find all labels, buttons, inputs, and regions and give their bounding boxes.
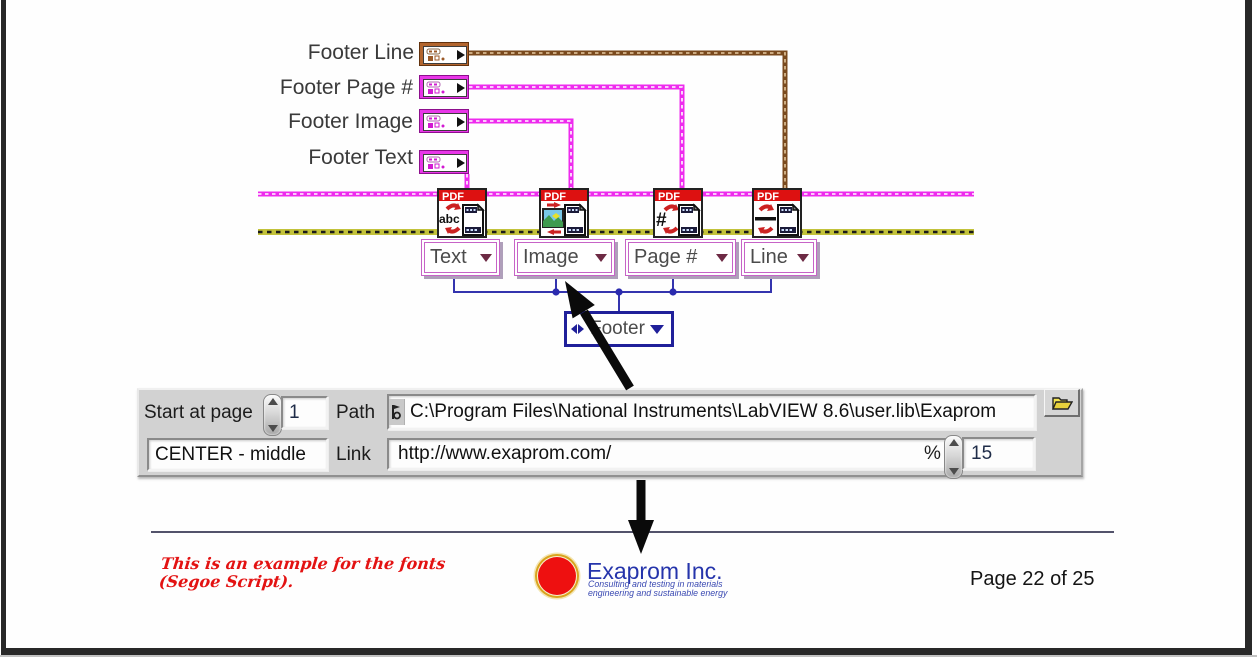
start-page-field[interactable]: 1 bbox=[281, 396, 328, 429]
wire-junction-dot bbox=[669, 288, 677, 296]
path-field[interactable]: C:\Program Files\National Instruments\La… bbox=[387, 394, 1036, 430]
frame-right bbox=[1245, 0, 1252, 655]
arrow-to-logo bbox=[628, 480, 654, 554]
company-name: Exaprom Inc. bbox=[587, 558, 723, 584]
link-field[interactable]: http://www.exaprom.com/ bbox=[387, 438, 950, 470]
svg-text:PDF: PDF bbox=[442, 191, 464, 203]
frame-bottom-shadow bbox=[0, 655, 1257, 657]
terminal-out-arrow bbox=[457, 117, 465, 127]
vi-pdf-page-number[interactable]: PDF # bbox=[653, 188, 703, 238]
browse-button[interactable] bbox=[1044, 389, 1080, 417]
percent-stepper[interactable] bbox=[944, 435, 963, 479]
frame-left bbox=[1, 0, 6, 655]
svg-text:PDF: PDF bbox=[544, 191, 566, 203]
left-right-arrows-icon bbox=[571, 324, 584, 334]
link-label: Link bbox=[336, 444, 371, 465]
enum-image[interactable]: Image bbox=[514, 239, 615, 276]
footer-ring-constant[interactable]: Footer bbox=[564, 311, 674, 347]
vi-pdf-line[interactable]: PDF bbox=[752, 188, 802, 238]
wire-junction-dot bbox=[552, 288, 560, 296]
path-label: Path bbox=[336, 402, 376, 423]
terminal-label-footer-image: Footer Image bbox=[288, 110, 413, 133]
terminal-footer-line[interactable] bbox=[419, 42, 469, 66]
svg-text:PDF: PDF bbox=[757, 191, 779, 203]
terminal-label-footer-line: Footer Line bbox=[307, 41, 414, 64]
vi-pdf-text[interactable]: PDF abc bbox=[437, 188, 487, 238]
doc-glyph bbox=[564, 203, 587, 236]
wire-blue-bus bbox=[453, 276, 772, 312]
cluster-glyph bbox=[426, 81, 445, 94]
dropdown-arrow-icon bbox=[797, 253, 809, 262]
arrow-to-image-enum bbox=[565, 281, 634, 391]
svg-text:PDF: PDF bbox=[658, 191, 680, 203]
image-glyph bbox=[542, 208, 564, 228]
enum-page-number[interactable]: Page # bbox=[625, 239, 736, 276]
terminal-footer-image[interactable] bbox=[419, 109, 469, 133]
dropdown-arrow-icon bbox=[595, 253, 607, 262]
enum-text[interactable]: Text bbox=[421, 239, 500, 276]
doc-glyph bbox=[777, 203, 800, 236]
wire-junction-dot bbox=[615, 288, 623, 296]
terminal-out-arrow bbox=[457, 158, 465, 168]
percent-label: % bbox=[924, 443, 941, 464]
dropdown-arrow-icon bbox=[716, 253, 728, 262]
cluster-glyph bbox=[426, 115, 445, 128]
terminal-label-footer-text: Footer Text bbox=[308, 146, 413, 169]
terminal-out-arrow bbox=[457, 50, 465, 60]
percent-field[interactable]: 15 bbox=[962, 437, 1035, 470]
svg-text:#: # bbox=[656, 210, 667, 231]
terminal-footer-page[interactable] bbox=[419, 75, 469, 99]
increment-icon[interactable] bbox=[948, 439, 959, 446]
path-value: C:\Program Files\National Instruments\La… bbox=[410, 401, 997, 422]
decrement-icon[interactable] bbox=[267, 425, 278, 432]
svg-text:abc: abc bbox=[439, 212, 460, 226]
cluster-glyph bbox=[426, 48, 445, 61]
frame-bottom bbox=[1, 648, 1252, 655]
doc-glyph bbox=[678, 203, 701, 236]
position-field[interactable]: CENTER - middle bbox=[147, 438, 328, 471]
footer-divider-line bbox=[151, 531, 1114, 533]
dropdown-arrow-icon bbox=[650, 324, 664, 334]
dropdown-arrow-icon bbox=[480, 253, 492, 262]
decrement-icon[interactable] bbox=[948, 468, 959, 475]
folder-icon bbox=[1051, 396, 1073, 410]
terminal-footer-text[interactable] bbox=[419, 150, 469, 174]
company-logo bbox=[533, 552, 581, 600]
terminal-out-arrow bbox=[457, 83, 465, 93]
page-number-text: Page 22 of 25 bbox=[970, 568, 1095, 590]
doc-glyph bbox=[462, 203, 485, 236]
company-tagline: Consulting and testing in materials engi… bbox=[588, 579, 728, 599]
cluster-glyph bbox=[426, 156, 445, 169]
path-type-icon bbox=[389, 399, 405, 425]
vi-pdf-image[interactable]: PDF bbox=[539, 188, 589, 238]
line-glyph bbox=[755, 217, 776, 221]
terminal-label-footer-page: Footer Page # bbox=[279, 76, 413, 99]
start-at-page-label: Start at page bbox=[144, 402, 253, 423]
increment-icon[interactable] bbox=[267, 398, 278, 405]
enum-line[interactable]: Line bbox=[741, 239, 817, 276]
